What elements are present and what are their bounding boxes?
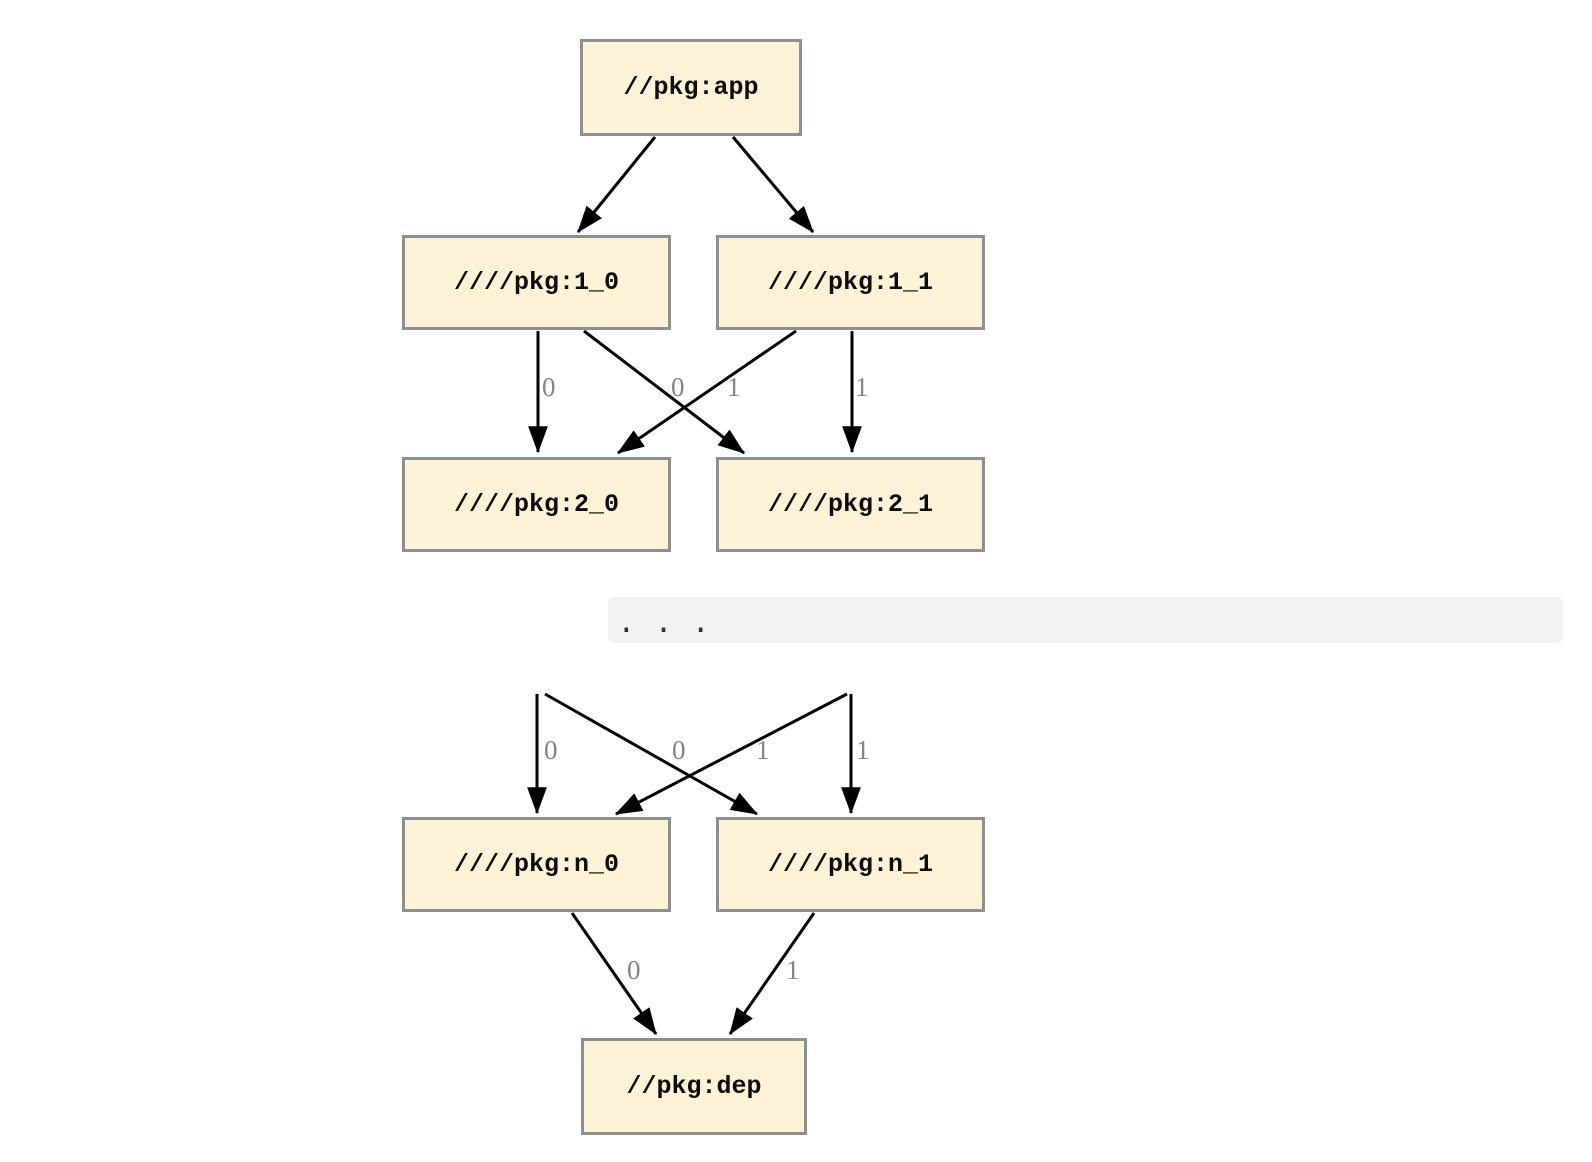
edge-1_0-to-2_1 (583, 329, 745, 455)
edge-app-to-1_1 (731, 136, 815, 233)
edge-label-n_0-dep: 0 (627, 955, 641, 985)
node-pkg-dep: //pkg:dep (581, 1038, 807, 1135)
edge-label-1_0-2_1: 0 (671, 372, 685, 402)
node-pkg-n_0: ////pkg:n_0 (402, 817, 671, 912)
node-pkg-2_1: ////pkg:2_1 (716, 457, 985, 552)
edge-label-1_1-2_1: 1 (855, 372, 869, 402)
edge-label-dots-n_1-straight: 1 (856, 735, 870, 765)
node-pkg-1_1: ////pkg:1_1 (716, 235, 985, 330)
edge-n_0-to-dep (570, 912, 658, 1035)
edge-dots-to-n_0-cross (614, 692, 848, 816)
edge-label-1_0-2_0: 0 (542, 372, 556, 402)
edge-1_1-to-2_0 (617, 329, 797, 455)
node-pkg-1_0: ////pkg:1_0 (402, 235, 671, 330)
node-pkg-n_1: ////pkg:n_1 (716, 817, 985, 912)
edge-label-dots-n_1-cross: 0 (672, 735, 686, 765)
edge-app-to-1_0 (576, 136, 657, 233)
ellipsis-band: . . . (608, 597, 1563, 643)
node-pkg-2_0: ////pkg:2_0 (402, 457, 671, 552)
edge-label-dots-n_0-straight: 0 (544, 735, 558, 765)
edge-label-dots-n_0-cross: 1 (756, 735, 770, 765)
edge-dots-to-n_1-cross (544, 692, 759, 816)
node-pkg-app: //pkg:app (580, 39, 802, 136)
edge-label-n_1-dep: 1 (786, 955, 800, 985)
edge-n_1-to-dep (728, 912, 816, 1035)
edge-label-1_1-2_0: 1 (727, 372, 741, 402)
